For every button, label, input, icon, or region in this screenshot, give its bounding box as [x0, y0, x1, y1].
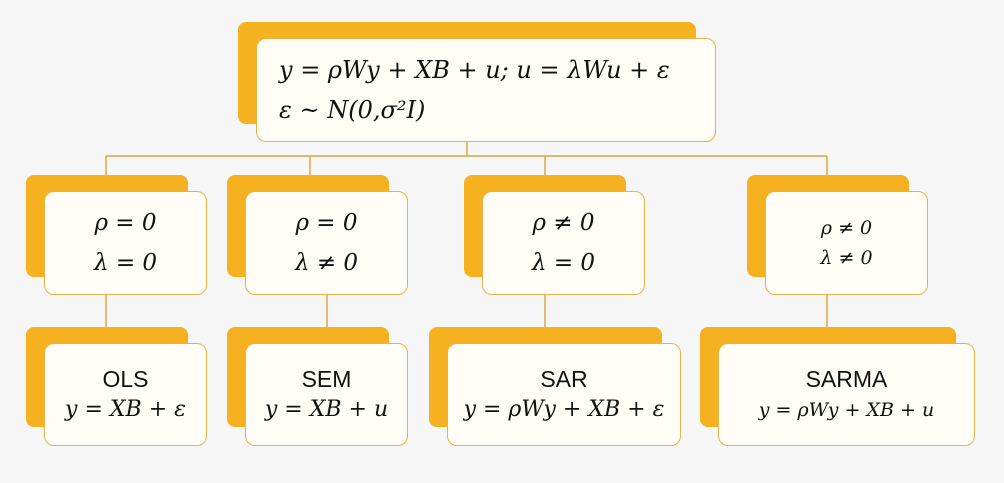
model-name: OLS: [102, 365, 149, 392]
lambda-condition: λ = 0: [531, 250, 596, 276]
error-distribution: ε ~ N(0,σ²I): [279, 96, 426, 124]
lambda-condition: λ ≠ 0: [294, 250, 359, 276]
rho-condition: ρ ≠ 0: [820, 217, 873, 239]
rho-condition: ρ = 0: [295, 210, 358, 236]
model-name: SEM: [301, 365, 352, 392]
rho-condition: ρ ≠ 0: [532, 210, 595, 236]
model-equation: y = ρWy + XB + ε: [463, 396, 665, 422]
model-equation: y = XB + ε: [65, 396, 186, 422]
model-equation: y = ρWy + XB + u: [758, 398, 935, 421]
general-model-equation: y = ρWy + XB + u; u = λWu + ε: [279, 56, 670, 84]
rho-condition: ρ = 0: [94, 210, 157, 236]
model-equation: y = XB + u: [264, 396, 389, 422]
model-name: SARMA: [805, 365, 888, 392]
lambda-condition: λ = 0: [93, 250, 158, 276]
lambda-condition: λ ≠ 0: [820, 247, 873, 269]
model-name: SAR: [540, 365, 588, 392]
